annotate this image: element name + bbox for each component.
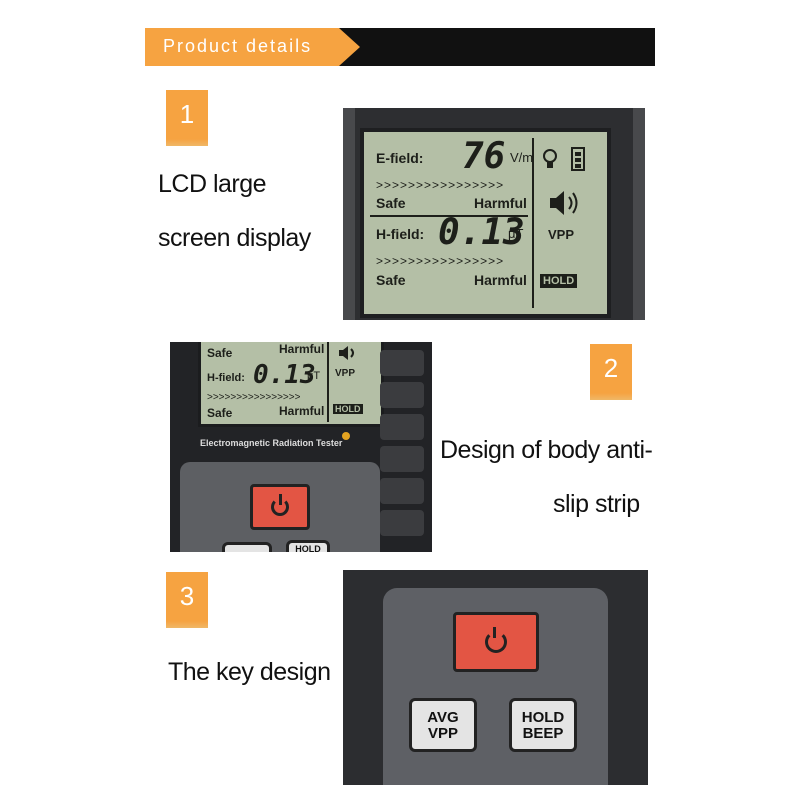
lcd-screen: E-field: 76 V/m >>>>>>>>>>>>>>>> Safe Ha… xyxy=(360,128,611,318)
section-number: 3 xyxy=(179,581,195,611)
safe-label: Safe xyxy=(207,346,233,360)
product-photo-lcd: E-field: 76 V/m >>>>>>>>>>>>>>>> Safe Ha… xyxy=(343,108,645,320)
hfield-unit: μT xyxy=(307,370,321,382)
caption-2-line-2: slip strip xyxy=(553,490,640,518)
device-name-label: Electromagnetic Radiation Tester xyxy=(200,438,343,448)
header-tag: Product details xyxy=(145,28,360,66)
scale-marks: >>>>>>>>>>>>>>>> xyxy=(207,392,301,403)
efield-label: E-field: xyxy=(376,150,424,166)
avg-vpp-button[interactable] xyxy=(222,542,272,552)
scale-marks: >>>>>>>>>>>>>>>> xyxy=(376,254,505,268)
section-number-badge-1: 1 xyxy=(166,90,208,146)
hfield-label: H-field: xyxy=(376,226,425,242)
caption-3: The key design xyxy=(168,658,331,686)
section-number-badge-3: 3 xyxy=(166,572,208,628)
anti-slip-strip xyxy=(380,350,424,376)
hfield-value: 0.13 xyxy=(253,360,316,390)
power-icon xyxy=(271,494,289,516)
product-photo-body: Safe Harmful H-field: 0.13 μT >>>>>>>>>>… xyxy=(170,342,432,552)
hold-indicator: HOLD xyxy=(333,404,363,414)
section-number: 1 xyxy=(179,99,195,129)
power-button[interactable] xyxy=(250,484,310,530)
vpp-label: VPP xyxy=(548,227,575,242)
harmful-label: Harmful xyxy=(474,272,527,288)
product-photo-keys: AVG VPP HOLD BEEP xyxy=(343,570,648,785)
scale-marks: >>>>>>>>>>>>>>>> xyxy=(376,178,505,192)
hold-button-label: HOLD xyxy=(295,544,321,552)
avg-label: AVG xyxy=(427,709,459,726)
efield-unit: V/m xyxy=(510,150,534,165)
beep-label: BEEP xyxy=(522,724,564,742)
safe-label: Safe xyxy=(376,272,406,288)
header-title: Product details xyxy=(163,36,313,56)
anti-slip-strip xyxy=(380,478,424,504)
lcd-vertical-divider xyxy=(327,342,329,422)
hfield-label: H-field: xyxy=(207,372,245,384)
body-side-strip xyxy=(343,108,355,320)
section-number: 2 xyxy=(603,353,619,383)
lcd-divider xyxy=(370,215,528,217)
hfield-unit: μT xyxy=(508,226,524,241)
caption-1-line-2: screen display xyxy=(158,224,311,252)
anti-slip-strip xyxy=(380,510,424,536)
anti-slip-strip xyxy=(380,414,424,440)
caption-1-line-1: LCD large xyxy=(158,170,267,198)
anti-slip-strip xyxy=(380,382,424,408)
harmful-label: Harmful xyxy=(279,404,325,418)
section-number-badge-2: 2 xyxy=(590,344,632,400)
hold-indicator: HOLD xyxy=(540,274,578,288)
hold-beep-button[interactable]: HOLD BEEP xyxy=(509,698,577,752)
lcd-screen-partial: Safe Harmful H-field: 0.13 μT >>>>>>>>>>… xyxy=(198,342,384,427)
bulb-battery-icon xyxy=(543,147,585,171)
hfield-value: 0.13 xyxy=(438,212,525,253)
harmful-label: Harmful xyxy=(279,342,325,356)
body-side-strip xyxy=(633,108,645,320)
section-header-bar: Product details xyxy=(145,28,655,66)
avg-vpp-button[interactable]: AVG VPP xyxy=(409,698,477,752)
safe-label: Safe xyxy=(376,195,406,211)
speaker-icon xyxy=(339,346,354,360)
vpp-label: VPP xyxy=(427,724,458,742)
safe-label: Safe xyxy=(207,406,233,420)
lcd-vertical-divider xyxy=(532,138,534,308)
anti-slip-strip xyxy=(380,446,424,472)
harmful-label: Harmful xyxy=(474,195,527,211)
speaker-icon xyxy=(550,191,578,215)
hold-beep-button[interactable]: HOLD xyxy=(286,540,330,552)
hold-label: HOLD xyxy=(521,709,565,726)
caption-2-line-1: Design of body anti- xyxy=(440,436,653,464)
efield-value: 76 xyxy=(462,136,506,177)
indicator-led xyxy=(342,432,350,440)
vpp-label: VPP xyxy=(335,368,356,379)
power-icon xyxy=(485,627,507,653)
power-button[interactable] xyxy=(453,612,539,672)
